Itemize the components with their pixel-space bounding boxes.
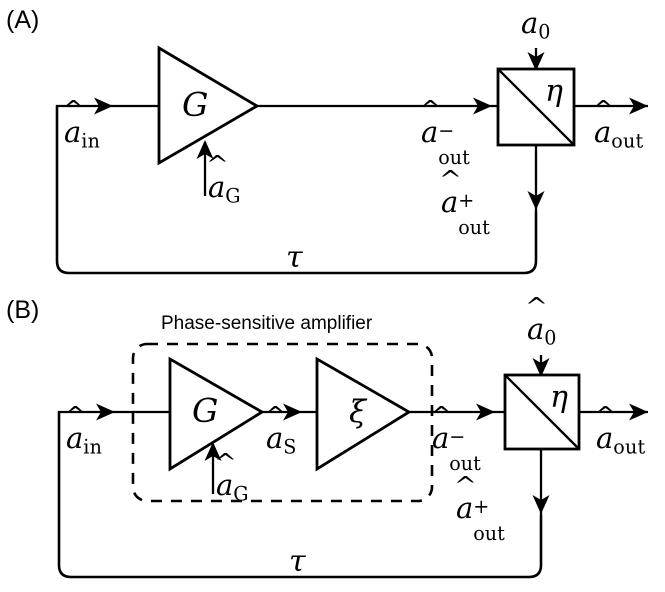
a-hat-glyph: a (432, 421, 449, 455)
beamsplitter-diagonal-b (505, 375, 579, 449)
signal-label-a-pre-out: a−out (421, 115, 471, 167)
delay-tau-label-a: τ (286, 240, 303, 275)
panel-label-b: (B) (6, 296, 40, 324)
squeezer-xi-label-b: ξ (349, 394, 367, 430)
delay-tau-label-b: τ (289, 544, 306, 579)
signal-label-a-in: ain (64, 115, 100, 153)
signal-label-a-fedback: a+out (441, 185, 491, 237)
a-hat-glyph: a (441, 185, 458, 219)
a-hat-glyph: a (527, 312, 544, 346)
amplifier-triangle-b (168, 356, 265, 472)
amplifier-gain-label-b: G (192, 391, 219, 430)
panel-b-graphics (57, 342, 648, 579)
phase-sensitive-amplifier-box (131, 342, 434, 503)
beamsplitter-diagonal-a (498, 69, 574, 145)
feedback-loop-path-b (57, 410, 543, 579)
a-hat-glyph: a (421, 115, 438, 149)
a-hat-glyph: a (521, 6, 538, 40)
panel-label-a: (A) (6, 6, 40, 34)
a-hat-glyph: a (266, 421, 283, 455)
a-hat-glyph: a (208, 170, 225, 204)
squeezer-triangle-b (315, 356, 412, 472)
signal-label-a-gain: aG (208, 170, 241, 208)
signal-label-b-fedback: a+out (456, 491, 506, 543)
amplifier-triangle-a (157, 45, 260, 166)
a-hat-glyph: a (64, 115, 81, 149)
a-hat-glyph: a (66, 421, 83, 455)
signal-label-b-intermediate: aS (266, 421, 297, 459)
signal-label-a-out: aout (594, 115, 643, 153)
beamsplitter-eta-label-a: η (545, 74, 563, 109)
a-hat-glyph: a (594, 115, 611, 149)
a-hat-glyph: a (456, 491, 473, 525)
a-hat-glyph: a (216, 468, 233, 502)
panel-a-graphics (55, 45, 648, 275)
a-hat-glyph: a (596, 421, 613, 455)
beamsplitter-eta-label-b: η (550, 380, 568, 415)
feedback-loop-path-a (55, 104, 538, 275)
signal-label-b-out: aout (596, 421, 645, 459)
amplifier-gain-label-a: G (182, 85, 209, 124)
signal-label-b-pre-out: a−out (432, 421, 482, 473)
signal-label-a-vacuum: a0 (521, 6, 551, 44)
signal-label-b-vacuum: a0 (527, 312, 557, 350)
phase-sensitive-amplifier-title: Phase-sensitive amplifier (161, 313, 373, 334)
signal-label-b-in: ain (66, 421, 102, 459)
signal-label-b-gain: aG (216, 468, 249, 506)
